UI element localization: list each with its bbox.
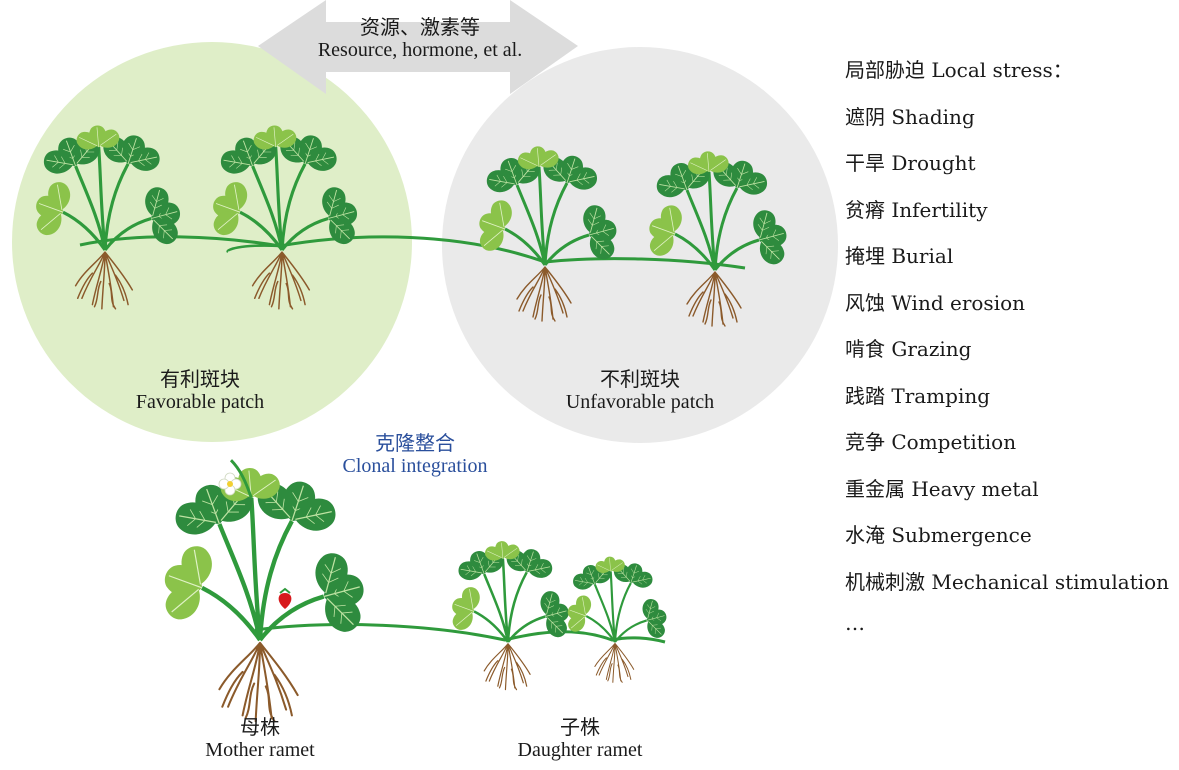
exchange-arrow-label-cn: 资源、激素等 — [360, 15, 480, 39]
stress-list-ellipsis: … — [845, 611, 865, 635]
double-arrow — [258, 0, 578, 94]
unfavorable-patch-label: 不利斑块 Unfavorable patch — [530, 368, 750, 414]
clonal-integration-label: 克隆整合 Clonal integration — [300, 432, 530, 478]
mother-ramet-label: 母株 Mother ramet — [160, 716, 360, 762]
unfavorable-patch-circle — [442, 47, 838, 443]
unfavorable-patch-label-en: Unfavorable patch — [565, 391, 715, 413]
stress-item-drought: 干旱 Drought — [845, 151, 976, 175]
stress-item-grazing: 啃食 Grazing — [845, 337, 972, 361]
clonal-integration-label-en: Clonal integration — [342, 455, 488, 477]
stress-item-burial: 掩埋 Burial — [845, 244, 954, 268]
exchange-arrow-label: 资源、激素等 Resource, hormone, et al. — [280, 16, 560, 62]
daughter-ramet-plant-2 — [561, 555, 672, 682]
flower-icon — [218, 472, 242, 496]
stress-item-tramping: 践踏 Tramping — [845, 383, 991, 408]
local-stress-list: 局部胁迫 Local stress： 遮阴 Shading 干旱 Drought… — [845, 58, 1169, 640]
mother-ramet-label-en: Mother ramet — [205, 739, 315, 761]
daughter-ramet-plant-1 — [444, 539, 575, 689]
stress-item-wind-erosion: 风蚀 Wind erosion — [845, 290, 1026, 315]
stress-item-heavy-metal: 重金属 Heavy metal — [845, 476, 1039, 501]
favorable-patch-label: 有利斑块 Favorable patch — [100, 368, 300, 414]
mother-ramet-label-cn: 母株 — [240, 715, 280, 739]
strawberry-icon — [278, 587, 292, 609]
stress-item-competition: 竞争 Competition — [845, 430, 1017, 454]
exchange-arrow-label-en: Resource, hormone, et al. — [317, 39, 523, 61]
clonal-integration-label-cn: 克隆整合 — [375, 431, 455, 455]
stress-item-infertility: 贫瘠 Infertility — [845, 197, 988, 222]
favorable-patch-label-cn: 有利斑块 — [160, 367, 240, 391]
unfavorable-patch-label-cn: 不利斑块 — [600, 367, 680, 391]
daughter-ramet-label-cn: 子株 — [560, 715, 600, 739]
top-stolon — [79, 235, 746, 270]
stress-item-mechanical-stimulation: 机械刺激 Mechanical stimulation — [845, 569, 1170, 594]
daughter-ramet-label-en: Daughter ramet — [517, 739, 643, 761]
stress-item-submergence: 水淹 Submergence — [845, 523, 1032, 547]
stress-item-shading: 遮阴 Shading — [845, 104, 975, 129]
daughter-ramet-label: 子株 Daughter ramet — [480, 716, 680, 762]
mother-ramet-plant — [151, 459, 375, 721]
favorable-patch-label-en: Favorable patch — [135, 391, 265, 413]
local-stress-heading: 局部胁迫 Local stress： — [845, 58, 1073, 82]
